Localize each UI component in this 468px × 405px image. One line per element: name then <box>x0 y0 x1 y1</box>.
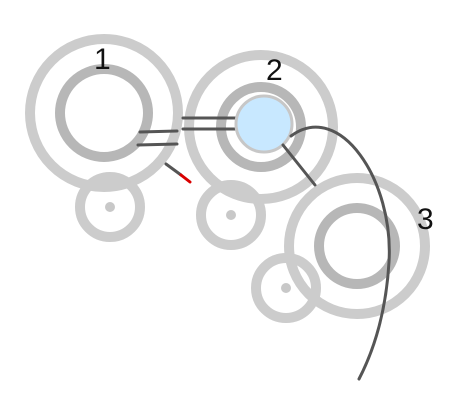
small-ring-1 <box>75 172 145 242</box>
angled-stroke <box>164 162 183 177</box>
small-ring-3 <box>251 253 321 323</box>
ring-1-outer <box>25 34 183 192</box>
ring-1-inner <box>55 64 153 162</box>
red-tip <box>179 173 192 184</box>
small-dot-3 <box>281 283 291 293</box>
ring-label-2: 2 <box>266 54 283 87</box>
curve-line <box>289 125 391 381</box>
hub-circle <box>234 94 294 154</box>
connector-line-top-b <box>136 142 179 147</box>
ring-3-outer <box>284 173 430 319</box>
small-ring-2 <box>196 180 266 250</box>
connector-line-top-a <box>138 129 179 134</box>
ring-label-1: 1 <box>94 43 111 76</box>
ring-2-inner <box>216 82 306 172</box>
small-dot-2 <box>226 210 236 220</box>
arm-line <box>281 143 317 187</box>
ring-label-3: 3 <box>417 203 434 236</box>
small-dot-1 <box>105 202 115 212</box>
ring-3-inner <box>314 203 400 289</box>
